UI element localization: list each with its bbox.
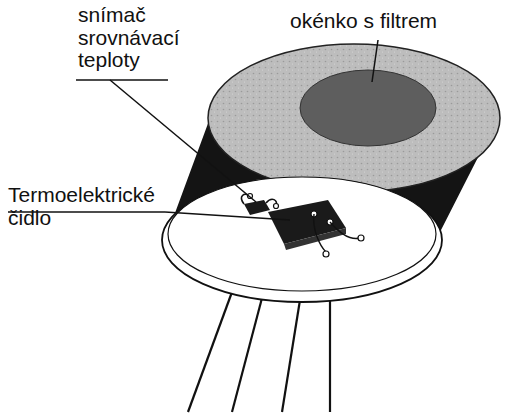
base-plate [168,177,436,291]
base-flange [162,178,442,302]
thermopile-chip [268,200,364,257]
filter-window [300,70,436,146]
pins [188,292,330,412]
part-label: snímač srovnávací teploty [78,4,203,72]
part-label: Termoelektrické čidlo [8,184,193,229]
part-label: okénko s filtrem [290,10,502,33]
can-top [208,44,500,192]
